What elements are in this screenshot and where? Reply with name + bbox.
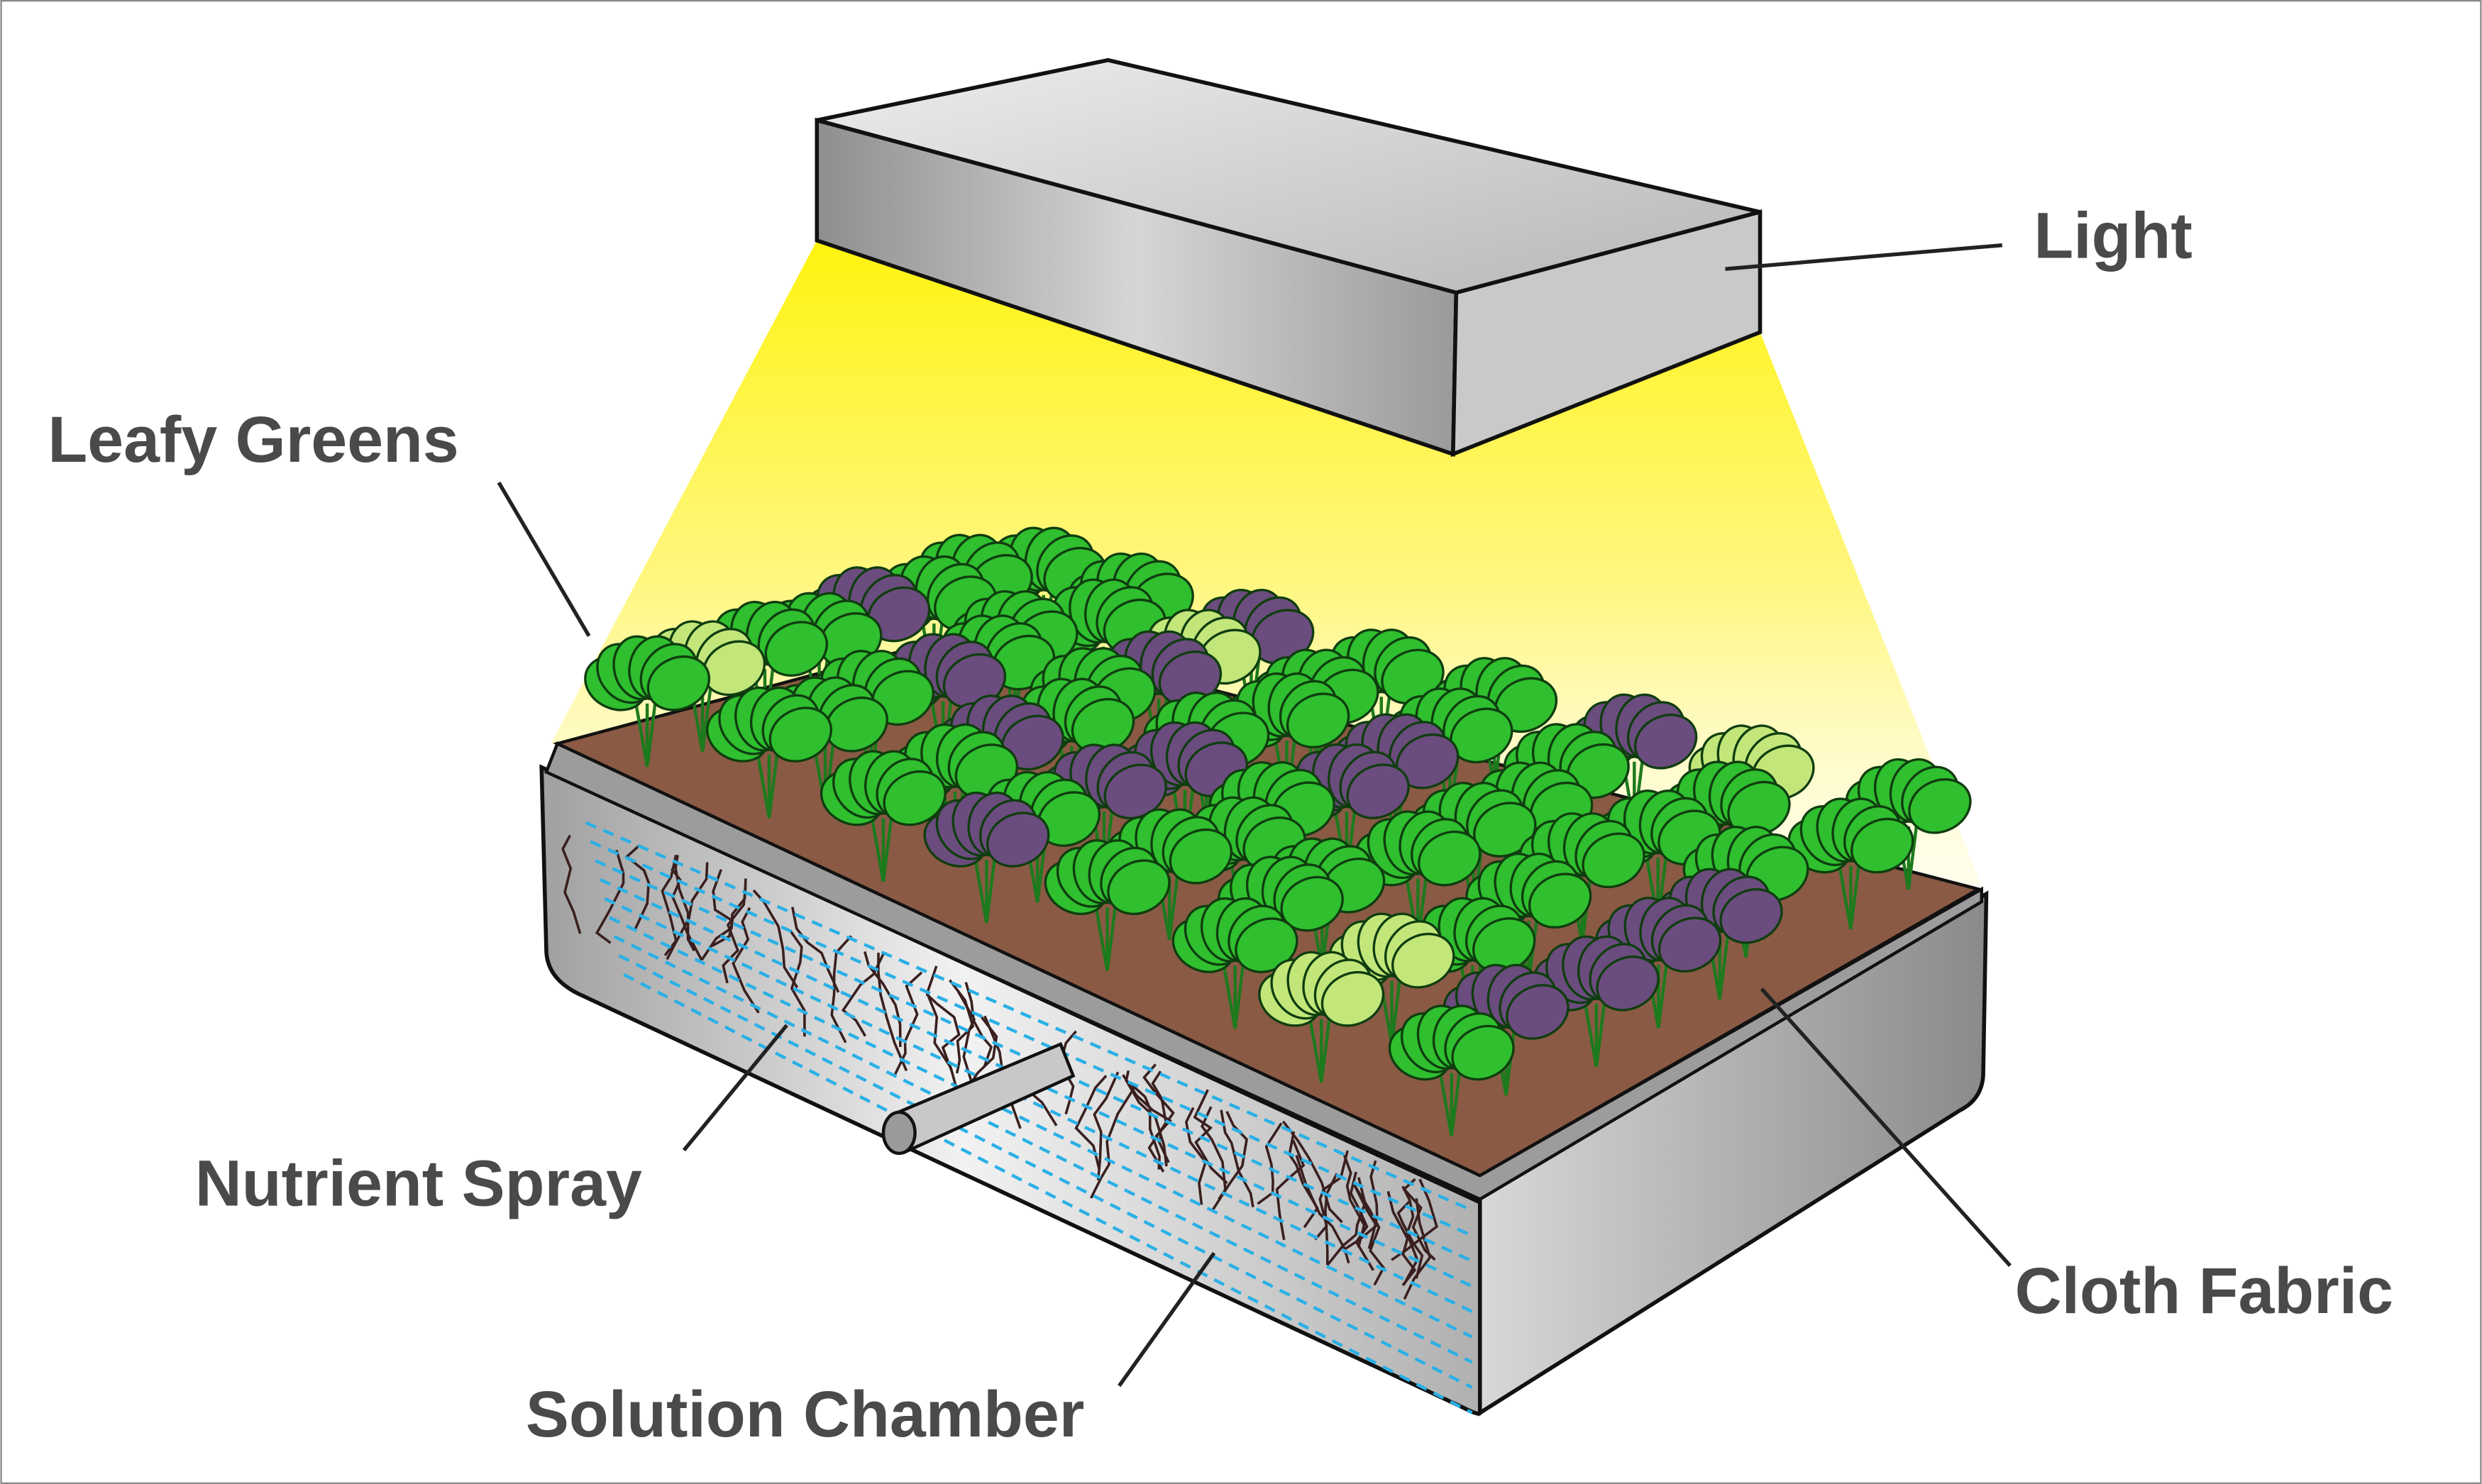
leaf [1582,832,1645,889]
leaf [1908,778,1972,834]
spray-line [609,916,1473,1339]
leafy-greens [584,526,1972,1137]
leader-leafy-greens [497,481,591,637]
leader-light [1725,243,2002,271]
root-strand [1125,1070,1168,1167]
root-strand [722,887,747,984]
root-strand [1342,1154,1366,1248]
root-strand [1314,1150,1349,1241]
root-strand [925,992,961,1072]
leaf [1169,829,1233,885]
chamber-side-face [1477,890,1989,1417]
leaf [1320,970,1385,1027]
root-strand [1281,1120,1343,1224]
root-strand [595,849,625,944]
leaf [1391,932,1455,989]
root-strand [1093,1071,1120,1180]
leader-nutrient-spray [682,1024,788,1152]
plant [584,635,711,768]
root-strand [1193,1089,1228,1185]
label-nutrient-spray: Nutrient Spray [195,1147,642,1219]
root-strand [1184,1107,1208,1205]
spray-pipe [881,1042,1076,1156]
spray-line [618,954,1473,1389]
leaf [1107,859,1171,915]
leaf [1658,917,1722,973]
spray-line [590,840,1473,1237]
root-strand [790,930,806,1037]
root-strand [1147,1070,1168,1173]
root-strand [670,868,703,961]
label-leafy-greens: Leafy Greens [48,404,458,476]
leaf [986,812,1050,868]
leaf [764,621,828,677]
plant [1845,758,1972,890]
root-strand [1201,1106,1227,1200]
root-strand [964,982,993,1068]
plant [1533,935,1660,1068]
spray-line [585,821,1473,1212]
plant [1355,810,1482,943]
plant [706,686,833,819]
root-strand [1142,1063,1175,1141]
root-strand [1089,1086,1136,1199]
root-strand [791,907,840,993]
leaf [1633,714,1698,770]
root-strand [624,844,651,931]
root-strand [830,935,853,1043]
root-strand [1391,1178,1438,1261]
root-strand [661,854,678,956]
root-strand [841,952,886,1037]
label-solution-chamber: Solution Chamber [526,1378,1084,1451]
root-strand [1074,1075,1108,1170]
root-strand [1326,1177,1367,1266]
root-strand [561,834,582,934]
leader-cloth-fabric [1760,987,2012,1268]
root-strand [1402,1178,1436,1261]
leaf [1418,830,1482,887]
pipe-end [881,1110,917,1156]
plant [1171,897,1298,1029]
plant [820,750,947,882]
root-strand [1220,1109,1254,1208]
label-light: Light [2034,200,2192,272]
root-strand [732,907,760,1014]
leaf [1719,888,1783,944]
plant [1258,951,1385,1083]
root-strand [877,953,908,1072]
root-strand [1367,1160,1379,1249]
root-strand [1130,1082,1161,1170]
leaf [1451,1024,1515,1081]
spray-line [613,935,1473,1364]
solution-chamber [539,764,1989,1417]
root-strand [1295,1155,1346,1249]
root-strand [1401,1185,1419,1286]
grow-light [815,57,1763,458]
spray-line [604,897,1473,1313]
root-strand [1351,1181,1386,1286]
leaf [1528,873,1592,929]
leaf [768,707,833,763]
light-side-face [1450,209,1763,458]
leaf [1596,956,1660,1012]
leader-solution-chamber [1118,1251,1216,1388]
leaf [1851,817,1914,874]
root-strand [666,862,709,960]
plant [1044,839,1171,971]
plant [1388,1004,1515,1137]
spray-line [623,973,1473,1414]
root-strand [1257,1122,1283,1205]
leaf [646,655,711,711]
root-strand [1386,1190,1417,1286]
leaf [1286,692,1350,748]
root-strand [1324,1173,1338,1266]
label-cloth-fabric: Cloth Fabric [2015,1255,2393,1327]
leaf [1506,984,1570,1040]
leaf [1346,763,1410,819]
plant [923,791,1050,924]
plant [1223,672,1350,804]
leaf [883,770,947,826]
